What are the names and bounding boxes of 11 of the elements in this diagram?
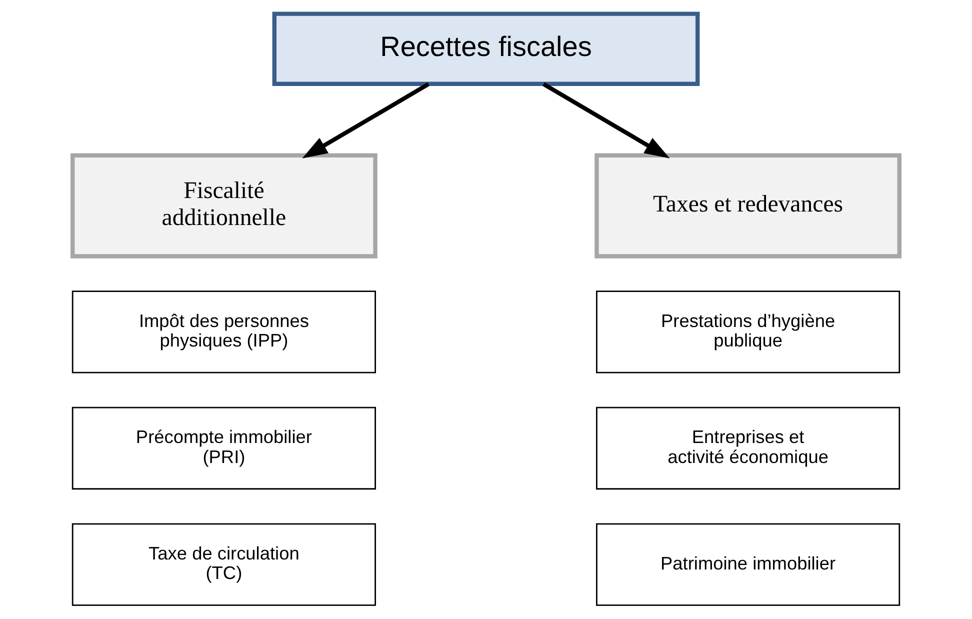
node-box: Impôt des personnes physiques (IPP) — [72, 290, 376, 374]
node-box: Patrimoine immobilier — [596, 523, 900, 606]
arrow — [302, 82, 430, 158]
node-box: Taxes et redevances — [594, 153, 902, 258]
node-box: Fiscalité additionnelle — [70, 153, 378, 258]
node-box: Entreprises et activité économique — [596, 406, 900, 490]
node-box: Précompte immobilier (PRI) — [72, 406, 376, 490]
node-box: Taxe de circulation (TC) — [72, 523, 376, 606]
node-box: Recettes fiscales — [272, 12, 700, 86]
arrow — [542, 82, 670, 158]
node-box: Prestations d’hygiène publique — [596, 290, 900, 374]
